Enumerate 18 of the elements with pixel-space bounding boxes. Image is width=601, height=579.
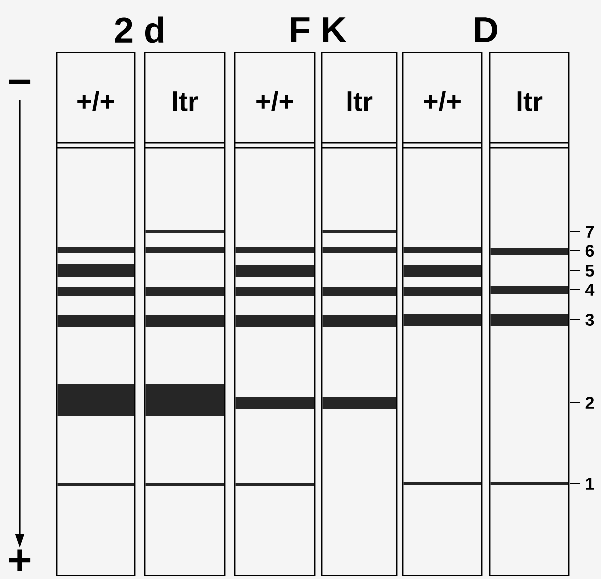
group-heading: F K [291, 18, 347, 42]
band-number: 2 [586, 397, 594, 409]
band-number: 1 [586, 478, 594, 490]
band-number: 5 [586, 265, 594, 277]
lane-header-label: +/+ [424, 91, 461, 112]
pole-sign: − [9, 80, 31, 84]
band-number: 3 [586, 314, 594, 326]
pole-sign: + [10, 550, 31, 571]
band-number: 7 [586, 226, 594, 238]
band-number: 6 [586, 244, 594, 258]
lane-header-label: +/+ [78, 91, 114, 112]
lane-header-label: ltr [173, 92, 198, 112]
lane-header-label: ltr [518, 92, 543, 112]
group-heading: 2 d [115, 16, 164, 44]
lane-header-label: +/+ [256, 91, 294, 112]
band-number: 4 [586, 284, 595, 296]
lane-header-label: ltr [348, 92, 373, 112]
group-heading: D [475, 18, 498, 42]
